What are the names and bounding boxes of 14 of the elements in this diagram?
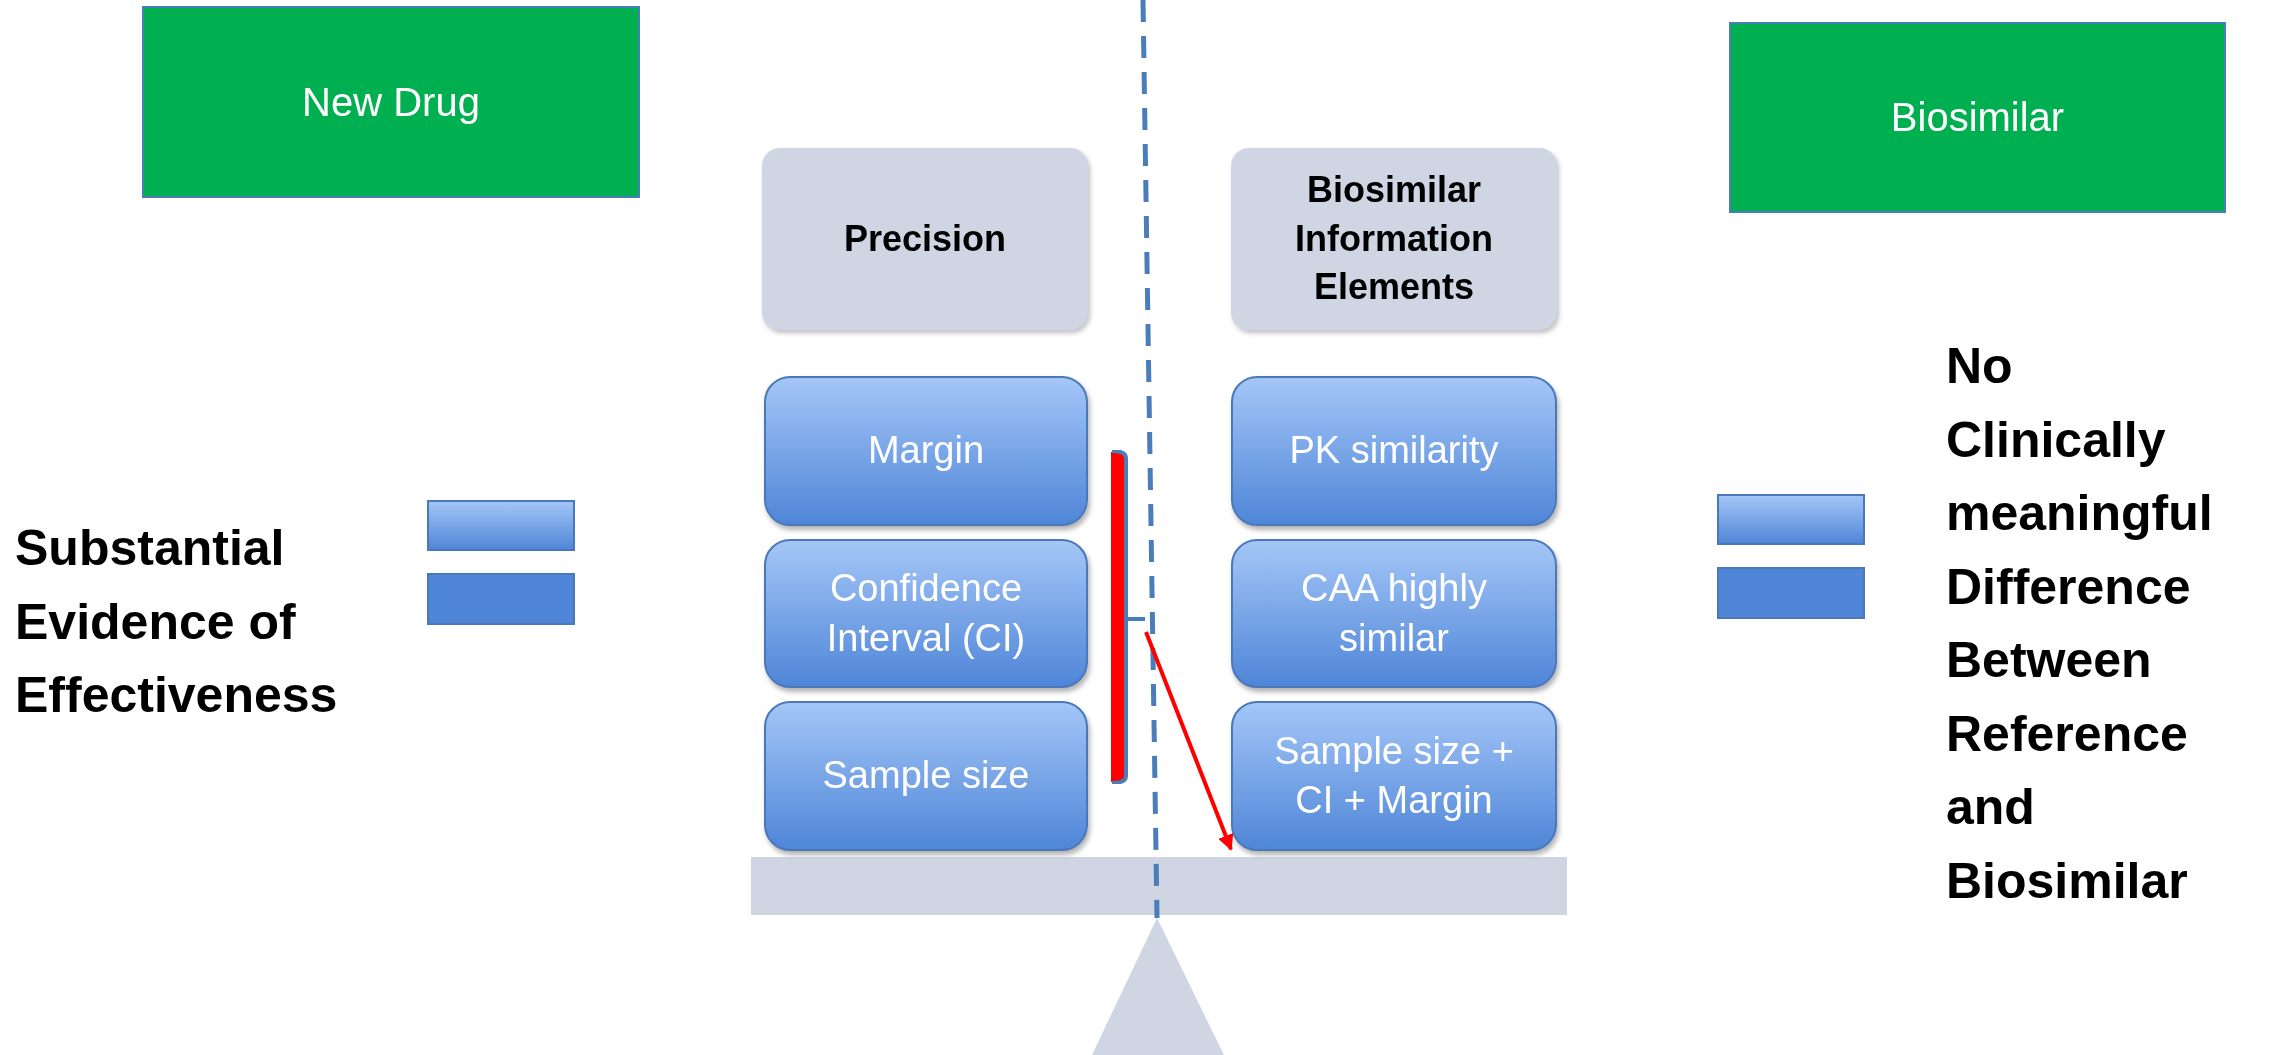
stack-block: Sample size [764,701,1088,851]
statement-text: Substantial Evidence of Effectiveness [15,519,339,725]
stack-block: CAA highly similar [1231,539,1557,688]
header-box: Biosimilar Information Elements [1231,148,1557,330]
arrow [1144,631,1234,851]
bracket-bar [1110,450,1146,784]
statement-text: No Clinically meaningful Difference Between Reference and Biosimilar [1946,337,2214,911]
title-box: New Drug [142,6,640,198]
stack-block: Margin [764,376,1088,526]
title-box: Biosimilar [1729,22,2226,213]
header-box: Precision [762,148,1088,330]
stack-block: PK similarity [1231,376,1557,526]
stack-block: Sample size + CI + Margin [1231,701,1557,851]
stack-block: Confidence Interval (CI) [764,539,1088,688]
